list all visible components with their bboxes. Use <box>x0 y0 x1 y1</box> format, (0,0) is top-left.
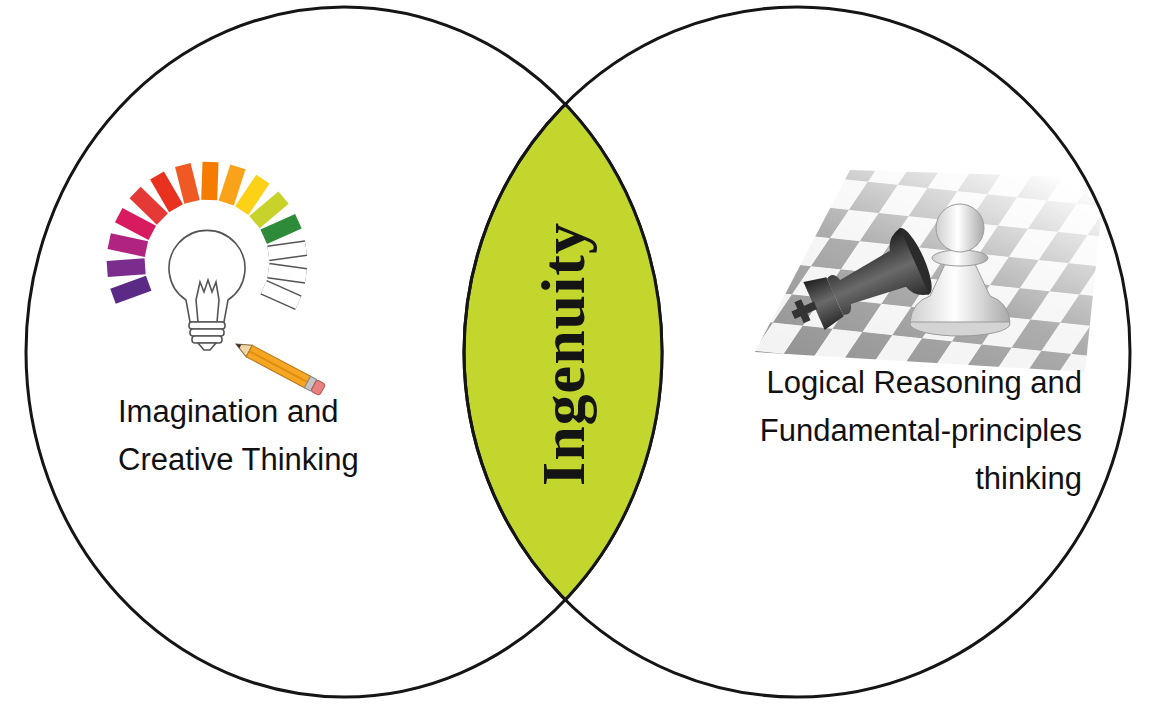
text-slot: Logical Reasoning and Fundamental-princi… <box>690 359 1082 503</box>
light-bulb <box>169 230 245 350</box>
venn-overlap: Ingenuity <box>464 109 662 598</box>
text-slot: Ingenuity <box>532 222 594 486</box>
lens-edge <box>464 7 1130 697</box>
circle-label: Logical Reasoning and Fundamental-princi… <box>690 359 1082 503</box>
white-pawn <box>910 204 1010 336</box>
circle-outline <box>464 7 1130 697</box>
fallen-king <box>778 224 938 348</box>
circle-label: Imagination and Creative Thinking <box>118 388 428 484</box>
text-slot: Imagination and Creative Thinking <box>118 388 428 484</box>
chess-board <box>755 170 1105 372</box>
circle-line <box>464 7 1130 697</box>
pencil <box>233 338 326 395</box>
circle-line <box>26 7 662 697</box>
venn-circle: Logical Reasoning and Fundamental-princi… <box>464 7 1130 697</box>
overlap-title: Ingenuity <box>532 222 594 486</box>
lens-fill <box>26 7 662 697</box>
